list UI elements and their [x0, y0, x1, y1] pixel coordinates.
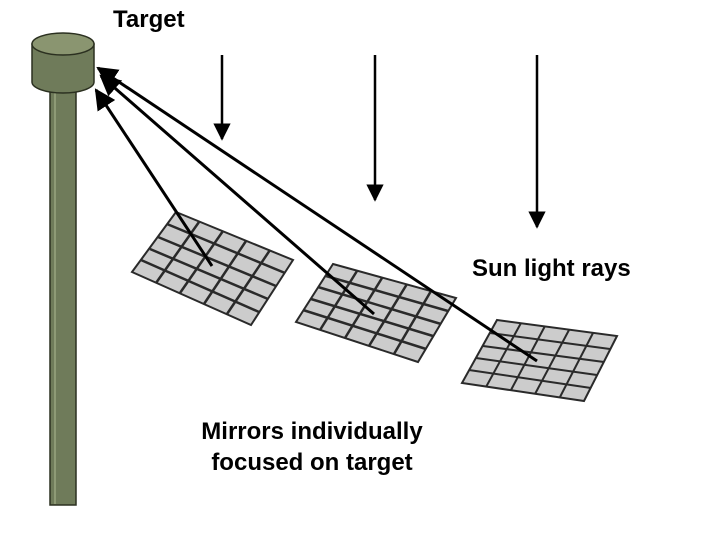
mirrors-caption-line2: focused on target [211, 449, 413, 476]
reflected-ray-arrow [94, 88, 214, 267]
reflected-ray-arrow [96, 66, 538, 363]
mirrors-caption-line1: Mirrors individually [201, 418, 423, 445]
sun-rays [213, 55, 546, 229]
reflected-ray-arrow [99, 74, 375, 316]
mirrors-caption: Mirrors individually focused on target [186, 416, 438, 478]
target-label: Target [113, 6, 185, 33]
heliostat-mirror [130, 210, 295, 327]
receiver [31, 32, 95, 94]
reflected-rays [94, 66, 538, 363]
tower-pole [49, 79, 77, 506]
heliostat-mirror [294, 262, 458, 364]
heliostat-mirror [460, 318, 619, 403]
sun-rays-label: Sun light rays [472, 255, 631, 282]
tower [31, 32, 95, 506]
